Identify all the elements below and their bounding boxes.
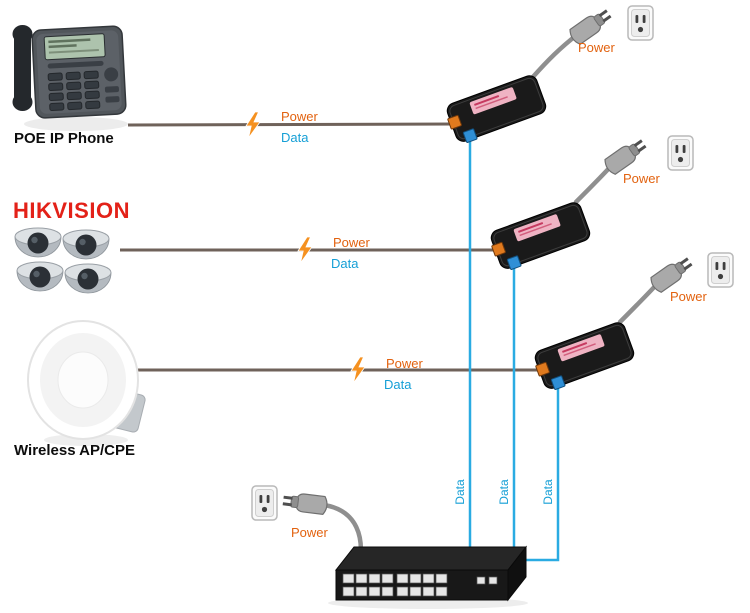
- power-data-run-1: [127, 122, 457, 127]
- power-label-run-2: Power: [333, 235, 370, 250]
- dome-camera-2: [62, 229, 110, 260]
- dome-cameras-illustration: [14, 227, 112, 294]
- power-label-outlet-2: Power: [623, 171, 660, 186]
- dome-camera-1: [14, 227, 62, 258]
- wireless-ap-illustration: [27, 320, 146, 446]
- data-label-run-3: Data: [384, 377, 412, 392]
- power-plug-2: [601, 135, 650, 177]
- dome-camera-4: [64, 263, 112, 294]
- data-label-vertical-1: Data: [453, 479, 467, 505]
- power-label-run-3: Power: [386, 356, 423, 371]
- lightning-bolt-icon-1: [245, 111, 261, 139]
- dome-camera-3: [16, 261, 64, 292]
- poe-injector-1: [442, 73, 550, 147]
- network-switch-illustration: [328, 545, 528, 609]
- power-label-switch: Power: [291, 525, 328, 540]
- power-cord-1: [529, 31, 581, 81]
- wall-outlet-2: [667, 135, 694, 171]
- data-label-vertical-3: Data: [541, 479, 555, 505]
- wall-outlet-1: [627, 5, 654, 41]
- data-line-3: [512, 381, 560, 562]
- poe-injector-3: [530, 320, 638, 394]
- power-plug-3: [647, 253, 696, 295]
- power-label-outlet-1: Power: [578, 40, 615, 55]
- data-label-run-1: Data: [281, 130, 309, 145]
- phone-body: [31, 25, 127, 119]
- power-label-outlet-3: Power: [670, 289, 707, 304]
- phone-handset: [12, 25, 33, 111]
- hikvision-logo: HIKVISION: [13, 198, 130, 223]
- power-cord-2: [573, 162, 615, 205]
- phone-label: POE IP Phone: [14, 130, 114, 147]
- power-plug-switch: [281, 490, 329, 516]
- ip-phone-illustration: [12, 25, 128, 131]
- power-label-run-1: Power: [281, 109, 318, 124]
- wall-outlet-3: [707, 252, 734, 288]
- lightning-bolt-icon-2: [297, 236, 313, 264]
- poe-injector-2: [486, 200, 594, 274]
- ap-label: Wireless AP/CPE: [14, 442, 136, 459]
- data-label-run-2: Data: [331, 256, 359, 271]
- wall-outlet-switch: [251, 485, 278, 521]
- data-label-vertical-2: Data: [497, 479, 511, 505]
- power-cord-3: [617, 280, 661, 325]
- lightning-bolt-icon-3: [350, 356, 366, 384]
